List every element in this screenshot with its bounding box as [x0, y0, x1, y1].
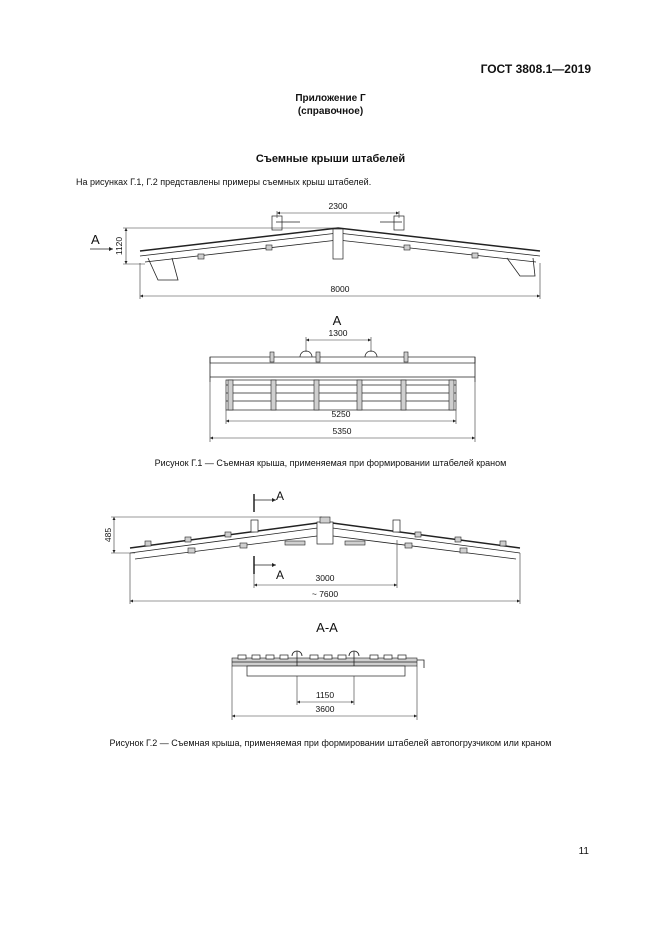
- section-aa-label: А-А: [316, 620, 338, 635]
- page-number: 11: [578, 846, 589, 857]
- view-a-label: А: [333, 313, 342, 328]
- standard-number: ГОСТ 3808.1—2019: [480, 62, 591, 76]
- figure1-side-view: 2300 1120 А 8000: [90, 201, 541, 299]
- annex-subtitle: (справочное): [297, 106, 364, 117]
- dim-height: 1120: [114, 237, 124, 256]
- figure2-caption: Рисунок Г.2 — Съемная крыша, применяемая…: [109, 738, 552, 748]
- dim-inner-length: 5250: [332, 409, 351, 419]
- section-marker-top: А: [276, 489, 284, 503]
- annex-heading: Приложение Г (справочное): [0, 92, 661, 118]
- figure1-caption: Рисунок Г.1 — Съемная крыша, применяемая…: [154, 458, 507, 468]
- figure2-side-view: А А 485 3000 ~ 7600: [103, 489, 521, 604]
- section-marker-bottom: А: [276, 568, 284, 582]
- annex-title: Приложение Г: [295, 93, 366, 104]
- dim-section-span: 1150: [316, 690, 335, 700]
- dim-view-span: 1300: [329, 328, 348, 338]
- dim-top-span: 2300: [329, 201, 348, 211]
- section-title: Съемные крыши штабелей: [255, 153, 406, 165]
- dim-overall-length-2: ~ 7600: [312, 589, 339, 599]
- dim-outer-length: 5350: [333, 426, 352, 436]
- figure2-section-aa: А-А 1150 3600: [231, 620, 425, 720]
- dim-overall-length: 8000: [331, 284, 350, 294]
- dim-height-2: 485: [103, 528, 113, 542]
- figure1-view-a: А 1300 5250 5350: [209, 313, 476, 442]
- dim-section-length: 3600: [316, 704, 335, 714]
- view-marker-a: А: [91, 232, 100, 247]
- intro-paragraph: На рисунках Г.1, Г.2 представлены пример…: [76, 177, 372, 187]
- dim-span-2: 3000: [316, 573, 335, 583]
